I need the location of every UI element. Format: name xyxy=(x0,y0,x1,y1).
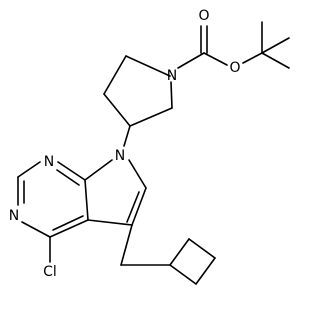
structure-diagram: O O N N N N Cl xyxy=(9,8,290,285)
atom-label-o-carbonyl: O xyxy=(198,8,209,24)
bond-tbu-me-down xyxy=(261,52,290,69)
bond-pyrrolidine-to-core xyxy=(123,125,131,147)
bond-c6-c5-inner xyxy=(126,191,140,223)
bond-pyr-c3-c4 xyxy=(103,93,131,127)
bond-c7a-n1-inner xyxy=(56,169,80,186)
bond-c7a-n1 xyxy=(57,161,86,181)
boc-group xyxy=(177,21,290,69)
atom-label-n-pyrrole: N xyxy=(115,148,125,164)
atom-labels: O O N N N N Cl xyxy=(9,8,241,280)
pyrrolidine-ring xyxy=(103,55,173,127)
bond-c4a-c7a xyxy=(84,179,89,221)
bond-c5-c4a xyxy=(87,219,133,226)
bond-pyr-c5-n xyxy=(170,81,173,109)
bond-pyr-c2-c3 xyxy=(103,55,127,95)
pyrrole-ring xyxy=(84,159,147,226)
bond-o-tbu xyxy=(242,52,263,64)
bond-cb-3 xyxy=(195,257,216,285)
bond-carbonyl-o-ester xyxy=(203,52,228,66)
bond-n1-c2 xyxy=(17,161,41,178)
atom-label-n-pyrrolidine: N xyxy=(167,68,177,84)
atom-label-o-ester: O xyxy=(229,60,240,76)
bond-n3-c4 xyxy=(21,221,51,238)
bond-pyr-n-c2 xyxy=(125,55,171,77)
bond-c4-c4a-inner xyxy=(52,215,84,231)
atom-label-n-pyrimidine-left: N xyxy=(9,208,19,224)
pyrimidine-ring xyxy=(17,161,89,263)
bond-cb-1 xyxy=(169,238,190,266)
bond-c6-c5 xyxy=(131,187,147,226)
bond-tbu-me-right xyxy=(261,37,290,54)
bond-pyr-c4-c5 xyxy=(129,107,173,127)
bond-c5-ch2 xyxy=(120,224,133,266)
bond-n7-c7a xyxy=(84,159,113,181)
cyclobutylmethyl-group xyxy=(120,224,216,285)
bond-n7-c6 xyxy=(128,159,147,189)
atom-label-n-pyrimidine-top: N xyxy=(44,154,54,170)
atom-label-cl: Cl xyxy=(43,264,57,280)
bond-c4-c4a xyxy=(49,219,89,238)
bond-cb-2 xyxy=(188,238,216,259)
bond-carbonyl-n xyxy=(177,52,205,69)
bond-cb-4 xyxy=(169,264,197,285)
